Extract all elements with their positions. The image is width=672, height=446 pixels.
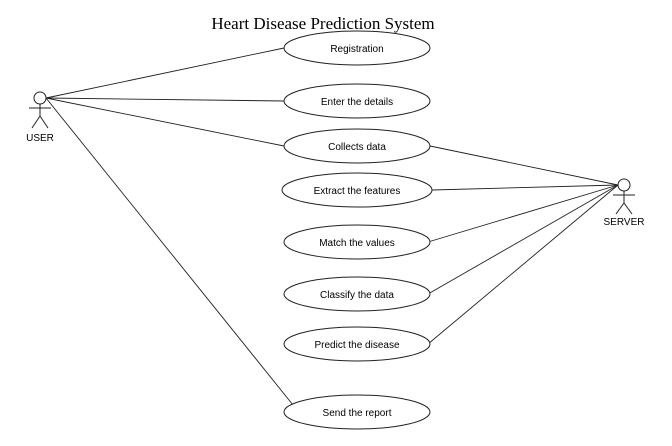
use-case-registration[interactable]: Registration — [283, 30, 431, 66]
assoc-user-collects-data — [45, 97, 285, 147]
use-case-predict-disease[interactable]: Predict the disease — [283, 326, 431, 362]
actor-server-label: SERVER — [604, 217, 645, 228]
use-case-label: Extract the features — [314, 186, 401, 197]
use-case-label: Collects data — [328, 142, 386, 153]
assoc-user-send-report — [45, 97, 294, 406]
use-case-label: Match the values — [319, 238, 395, 249]
actor-user-label: USER — [26, 133, 54, 144]
actor-server[interactable]: SERVER — [604, 178, 645, 228]
use-case-ellipse — [281, 172, 433, 208]
use-case-ellipse — [283, 326, 431, 362]
user-associations — [45, 47, 294, 406]
use-case-label: Predict the disease — [314, 340, 399, 351]
diagram-title: Heart Disease Prediction System — [211, 14, 434, 33]
use-case-ellipse — [283, 276, 431, 312]
actor-user[interactable]: USER — [26, 91, 54, 144]
use-case-extract-features[interactable]: Extract the features — [281, 172, 433, 208]
stick-figure-icon — [29, 91, 51, 129]
stick-figure-icon — [613, 178, 635, 215]
assoc-user-enter-details — [45, 97, 285, 102]
use-case-label: Send the report — [323, 408, 392, 419]
use-case-ellipse — [283, 394, 431, 430]
use-case-ellipse — [283, 83, 431, 119]
use-case-enter-details[interactable]: Enter the details — [283, 83, 431, 119]
assoc-user-registration — [45, 47, 285, 99]
assoc-server-predict-disease — [427, 184, 619, 345]
use-case-match-values[interactable]: Match the values — [283, 224, 431, 260]
assoc-server-classify-data — [427, 184, 619, 295]
assoc-server-collects-data — [429, 145, 619, 186]
use-case-ellipse — [283, 128, 431, 164]
assoc-server-match-values — [427, 184, 619, 243]
server-associations — [427, 145, 619, 345]
use-case-collects-data[interactable]: Collects data — [283, 128, 431, 164]
use-case-label: Enter the details — [321, 97, 393, 108]
assoc-server-extract-features — [431, 184, 619, 191]
use-case-label: Registration — [330, 44, 383, 55]
use-case-ellipse — [283, 224, 431, 260]
use-case-label: Classify the data — [320, 290, 394, 301]
use-case-classify-data[interactable]: Classify the data — [283, 276, 431, 312]
use-case-ellipse — [283, 30, 431, 66]
use-case-send-report[interactable]: Send the report — [283, 394, 431, 430]
